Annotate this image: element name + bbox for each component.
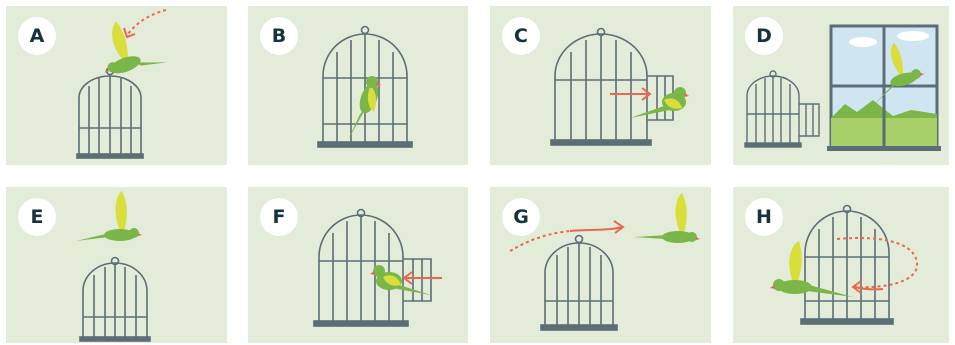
birdcage-icon	[317, 25, 413, 148]
panel-label: G	[502, 198, 540, 236]
birdcage-icon	[313, 208, 432, 327]
window-icon	[827, 24, 941, 151]
panel-f-illustration	[313, 208, 442, 327]
panel-g-illustration	[509, 193, 700, 331]
parrot-icon	[630, 87, 689, 118]
arrow-icon	[123, 9, 167, 39]
arrow-icon	[402, 271, 442, 285]
panel-label: H	[745, 198, 783, 236]
panel-label: A	[18, 17, 56, 55]
panel-h-illustration	[770, 204, 919, 325]
panel-e: E	[6, 187, 227, 343]
panel-label: D	[745, 17, 783, 55]
panel-g: G	[490, 187, 711, 343]
birdcage-icon	[744, 70, 820, 148]
panel-f: F	[248, 187, 468, 343]
panel-a-illustration	[76, 9, 168, 159]
arrow-icon	[836, 237, 919, 294]
birdcage-icon	[540, 234, 618, 331]
parrot-icon	[770, 241, 853, 297]
panel-c: C	[490, 6, 711, 165]
parrot-icon	[104, 21, 168, 74]
panel-label: E	[18, 198, 56, 236]
birdcage-icon	[550, 27, 674, 146]
panel-label: F	[260, 198, 298, 236]
panel-label: C	[502, 17, 540, 55]
panel-h: H	[733, 187, 949, 343]
panel-d: D	[733, 6, 949, 165]
panel-c-illustration	[550, 27, 689, 146]
parrot-icon	[348, 76, 381, 140]
panel-e-illustration	[76, 191, 151, 342]
birdcage-icon	[76, 66, 144, 159]
panel-b: B	[248, 6, 468, 165]
panel-b-illustration	[317, 25, 413, 148]
parrot-icon	[634, 193, 700, 243]
parrot-icon	[370, 265, 431, 295]
birdcage-icon	[79, 256, 151, 342]
panel-label: B	[260, 17, 298, 55]
arrow-icon	[610, 87, 652, 101]
panel-d-illustration	[744, 24, 941, 151]
parrot-icon	[76, 191, 142, 241]
arrow-icon	[509, 220, 625, 252]
birdcage-icon	[800, 204, 894, 325]
panel-a: A	[6, 6, 227, 165]
